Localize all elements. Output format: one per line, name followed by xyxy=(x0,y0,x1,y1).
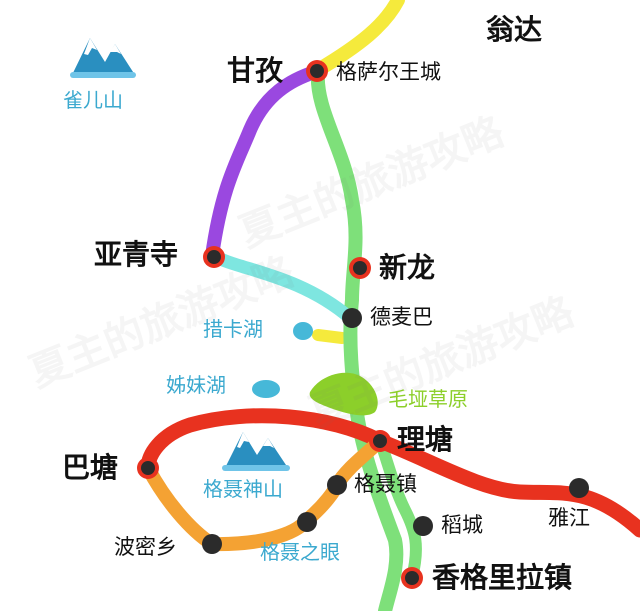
node-demaiba xyxy=(342,308,362,328)
node-yaqing xyxy=(203,246,225,268)
label-genie-eye: 格聂之眼 xyxy=(260,540,340,564)
label-maoya-grassland: 毛垭草原 xyxy=(388,387,468,411)
node-batang xyxy=(137,457,159,479)
queer-mountain-icon xyxy=(70,38,136,78)
label-gienie-town: 格聂镇 xyxy=(354,472,417,496)
node-gienie-town xyxy=(327,475,347,495)
label-yajiang: 雅江 xyxy=(548,506,590,530)
label-litang: 理塘 xyxy=(397,423,454,456)
route-yellow xyxy=(311,0,405,77)
route-purple xyxy=(205,65,322,263)
zimei-lake-shape xyxy=(252,380,280,398)
label-demaiba: 德麦巴 xyxy=(370,305,433,329)
label-zimei-lake: 姊妹湖 xyxy=(166,373,226,397)
node-genie-eye xyxy=(297,512,317,532)
label-genie-mountain: 格聂神山 xyxy=(203,477,283,501)
label-cuoka-lake: 措卡湖 xyxy=(203,317,263,341)
cuoka-lake-shape xyxy=(293,322,313,340)
maoya-grassland-shape xyxy=(309,372,378,416)
label-yaqing: 亚青寺 xyxy=(94,238,179,271)
label-queer-mountain: 雀儿山 xyxy=(63,88,123,112)
route-green-branch xyxy=(374,434,422,584)
node-yajiang xyxy=(569,478,589,498)
node-daocheng xyxy=(413,516,433,536)
node-xinlong xyxy=(349,257,371,279)
route-cyan xyxy=(207,249,357,325)
route-green xyxy=(310,65,404,611)
node-ganzi xyxy=(306,60,328,82)
label-gesaer: 格萨尔王城 xyxy=(336,60,441,84)
node-litang xyxy=(369,430,391,452)
label-ganzi: 甘孜 xyxy=(227,54,284,87)
route-yellow-short xyxy=(312,329,348,344)
label-bomi: 波密乡 xyxy=(114,535,177,559)
node-shangri-la xyxy=(401,567,423,589)
label-wengda: 翁达 xyxy=(486,13,543,46)
route-red xyxy=(140,408,640,538)
label-batang: 巴塘 xyxy=(62,451,119,484)
node-bomi xyxy=(202,534,222,554)
genie-mountain-icon xyxy=(222,432,290,471)
label-shangri-la: 香格里拉镇 xyxy=(432,561,573,594)
label-daocheng: 稻城 xyxy=(441,513,483,537)
label-xinlong: 新龙 xyxy=(379,251,436,284)
